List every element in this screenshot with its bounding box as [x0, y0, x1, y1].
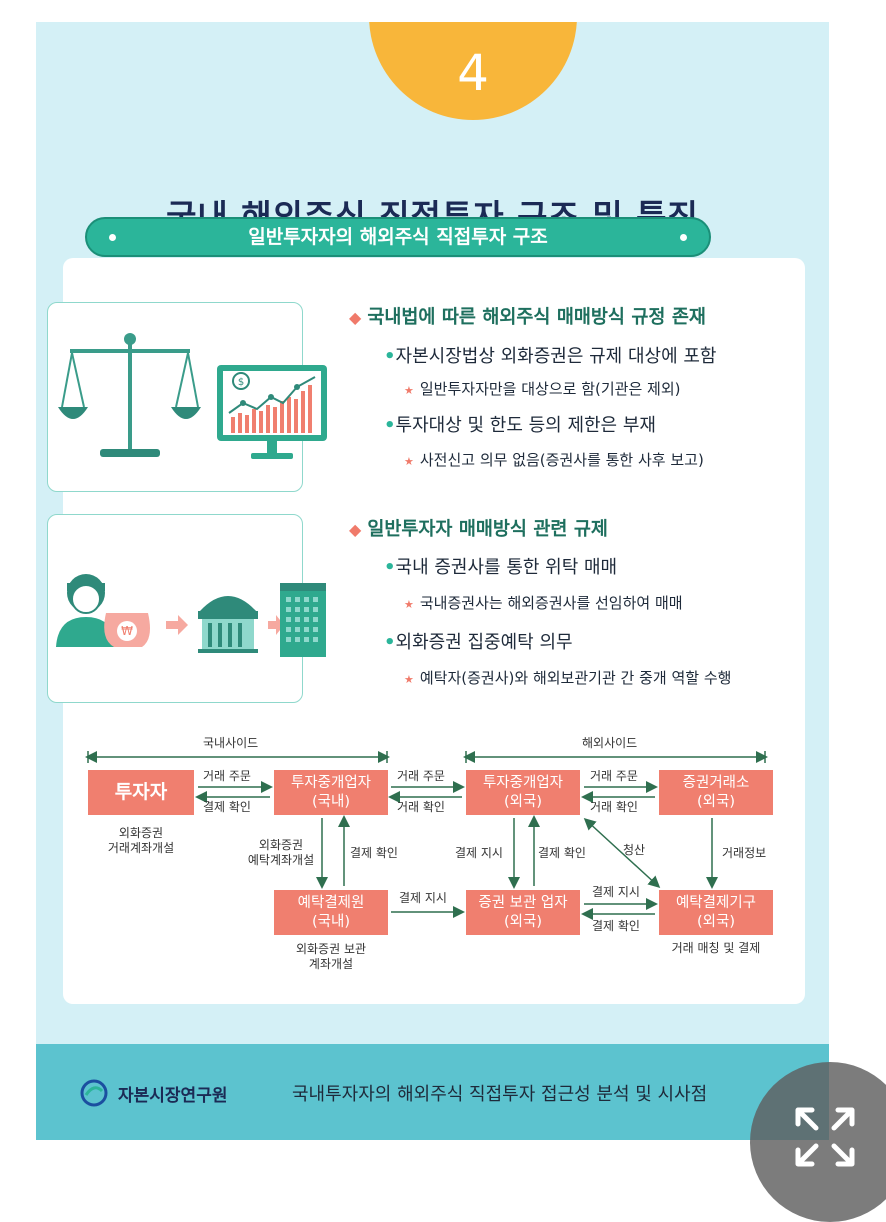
fx-account-line1: 외화증권	[258, 838, 304, 852]
section-pill: 일반투자자의 해외주식 직접투자 구조	[85, 217, 711, 257]
stock-chart-monitor-icon: $	[217, 365, 327, 459]
broker-foreign-box: 투자중개업자 (외국)	[466, 770, 580, 815]
depository-note-line2: 계좌개설	[308, 957, 354, 971]
section2-sub2: ★예탁자(증권사)와 해외보관기관 간 중개 역할 수행	[404, 669, 732, 687]
settle-confirm-h2-label: 결제 확인	[592, 919, 640, 933]
bank-building-icon	[198, 596, 258, 653]
clearing-label: 청산	[623, 843, 646, 857]
trade-info-label: 거래정보	[722, 846, 767, 860]
section1-bullet1-text: 자본시장법상 외화증권은 규제 대상에 포함	[395, 346, 717, 367]
broker-foreign-line2: (외국)	[504, 793, 542, 810]
trade-order-label-3: 거래 주문	[590, 769, 638, 783]
investor-box-label: 투자자	[114, 781, 168, 803]
investor-flow-illustration: ₩	[56, 574, 284, 653]
custodian-foreign-line2: (외국)	[504, 913, 542, 930]
broker-domestic-line1: 투자중개업자	[290, 774, 372, 791]
balance-scale-icon	[58, 333, 201, 457]
section1-bullet2-text: 투자대상 및 한도 등의 제한은 부재	[395, 415, 656, 436]
exchange-line1: 증권거래소	[682, 774, 750, 791]
investor-note-line2: 거래계좌개설	[107, 841, 175, 855]
trade-order-label-2: 거래 주문	[397, 769, 445, 783]
settle-order-h2-label: 결제 지시	[592, 885, 640, 899]
settlement-foreign-box: 예탁결제기구 (외국)	[659, 890, 773, 935]
svg-text:₩: ₩	[121, 624, 133, 638]
broker-domestic-box: 투자중개업자 (국내)	[274, 770, 388, 815]
number-badge-text: 4	[457, 44, 489, 102]
section1-sub2-text: 사전신고 의무 없음(증권사를 통한 사후 보고)	[419, 451, 704, 469]
section2-heading-text: 일반투자자 매매방식 관련 규제	[367, 519, 608, 540]
settle-confirm-v1-label: 결제 확인	[350, 846, 398, 860]
depository-domestic-box: 예탁결제원 (국내)	[274, 890, 388, 935]
settlement-foreign-line2: (외국)	[697, 913, 735, 930]
investor-person-icon	[56, 574, 116, 647]
domestic-side-label: 국내사이드	[203, 736, 259, 750]
broker-domestic-line2: (국내)	[312, 793, 350, 810]
pill-dot-right	[680, 234, 687, 241]
exchange-line2: (외국)	[697, 793, 735, 810]
section-pill-label: 일반투자자의 해외주식 직접투자 구조	[248, 226, 548, 248]
section1-heading-text: 국내법에 따른 해외주식 매매방식 규정 존재	[367, 307, 706, 328]
section2-bullet1: •국내 증권사를 통한 위탁 매매	[384, 557, 618, 578]
custodian-foreign-line1: 증권 보관 업자	[478, 894, 568, 911]
section2-sub1-text: 국내증권사는 해외증권사를 선임하여 매매	[419, 594, 683, 612]
won-money-bag-icon: ₩	[104, 613, 150, 647]
section1-sub1: ★일반투자자만을 대상으로 함(기관은 제외)	[404, 380, 681, 398]
section2-bullet2-text: 외화증권 집중예탁 의무	[395, 632, 573, 653]
footer-report-title: 국내투자자의 해외주식 직접투자 접근성 분석 및 시사점	[292, 1084, 708, 1105]
section1-heading: ◆국내법에 따른 해외주식 매매방식 규정 존재	[349, 307, 706, 328]
section2-bullet2: •외화증권 집중예탁 의무	[384, 632, 573, 653]
depository-domestic-line2: (국내)	[312, 913, 350, 930]
pill-dot-left	[109, 234, 116, 241]
expand-button[interactable]	[750, 1062, 886, 1222]
exchange-box: 증권거래소 (외국)	[659, 770, 773, 815]
overseas-side-label: 해외사이드	[582, 736, 638, 750]
section1-bullet1: •자본시장법상 외화증권은 규제 대상에 포함	[384, 346, 717, 367]
settle-confirm-label-1: 결제 확인	[203, 800, 251, 814]
kcmi-logo-icon	[80, 1079, 108, 1107]
custodian-foreign-box: 증권 보관 업자 (외국)	[466, 890, 580, 935]
section2-sub1: ★국내증권사는 해외증권사를 선임하여 매매	[404, 594, 683, 612]
settle-order-h1-label: 결제 지시	[399, 891, 447, 905]
section1-bullet2: •투자대상 및 한도 등의 제한은 부재	[384, 415, 656, 436]
settlement-note: 거래 매칭 및 결제	[671, 941, 761, 955]
settle-order-v2-label: 결제 지시	[455, 846, 503, 860]
trade-confirm-label-3: 거래 확인	[590, 800, 638, 814]
investor-note-line1: 외화증권	[118, 826, 164, 840]
expand-arrows-icon	[795, 1107, 855, 1167]
trade-order-label-1: 거래 주문	[203, 769, 251, 783]
settle-confirm-v2-label: 결제 확인	[538, 846, 586, 860]
trade-confirm-label-2: 거래 확인	[397, 800, 445, 814]
footer-bar: 자본시장연구원 국내투자자의 해외주식 직접투자 접근성 분석 및 시사점	[36, 1044, 829, 1140]
depository-domestic-line1: 예탁결제원	[297, 894, 365, 911]
fx-account-line2: 예탁계좌개설	[247, 853, 315, 867]
illustration-box-2: ₩	[47, 514, 303, 703]
footer-org-name: 자본시장연구원	[118, 1086, 228, 1106]
section2-heading: ◆일반투자자 매매방식 관련 규제	[349, 519, 608, 540]
svg-text:$: $	[238, 377, 244, 388]
office-tower-icon	[280, 583, 326, 657]
section1-sub2: ★사전신고 의무 없음(증권사를 통한 사후 보고)	[404, 451, 704, 469]
section2-sub2-text: 예탁자(증권사)와 해외보관기관 간 중개 역할 수행	[419, 669, 732, 687]
settlement-foreign-line1: 예탁결제기구	[675, 894, 757, 911]
section2-bullet1-text: 국내 증권사를 통한 위탁 매매	[395, 557, 618, 578]
section1-sub1-text: 일반투자자만을 대상으로 함(기관은 제외)	[419, 380, 681, 398]
investor-box: 투자자	[88, 770, 194, 815]
broker-foreign-line1: 투자중개업자	[482, 774, 564, 791]
depository-note-line1: 외화증권 보관	[295, 942, 367, 956]
